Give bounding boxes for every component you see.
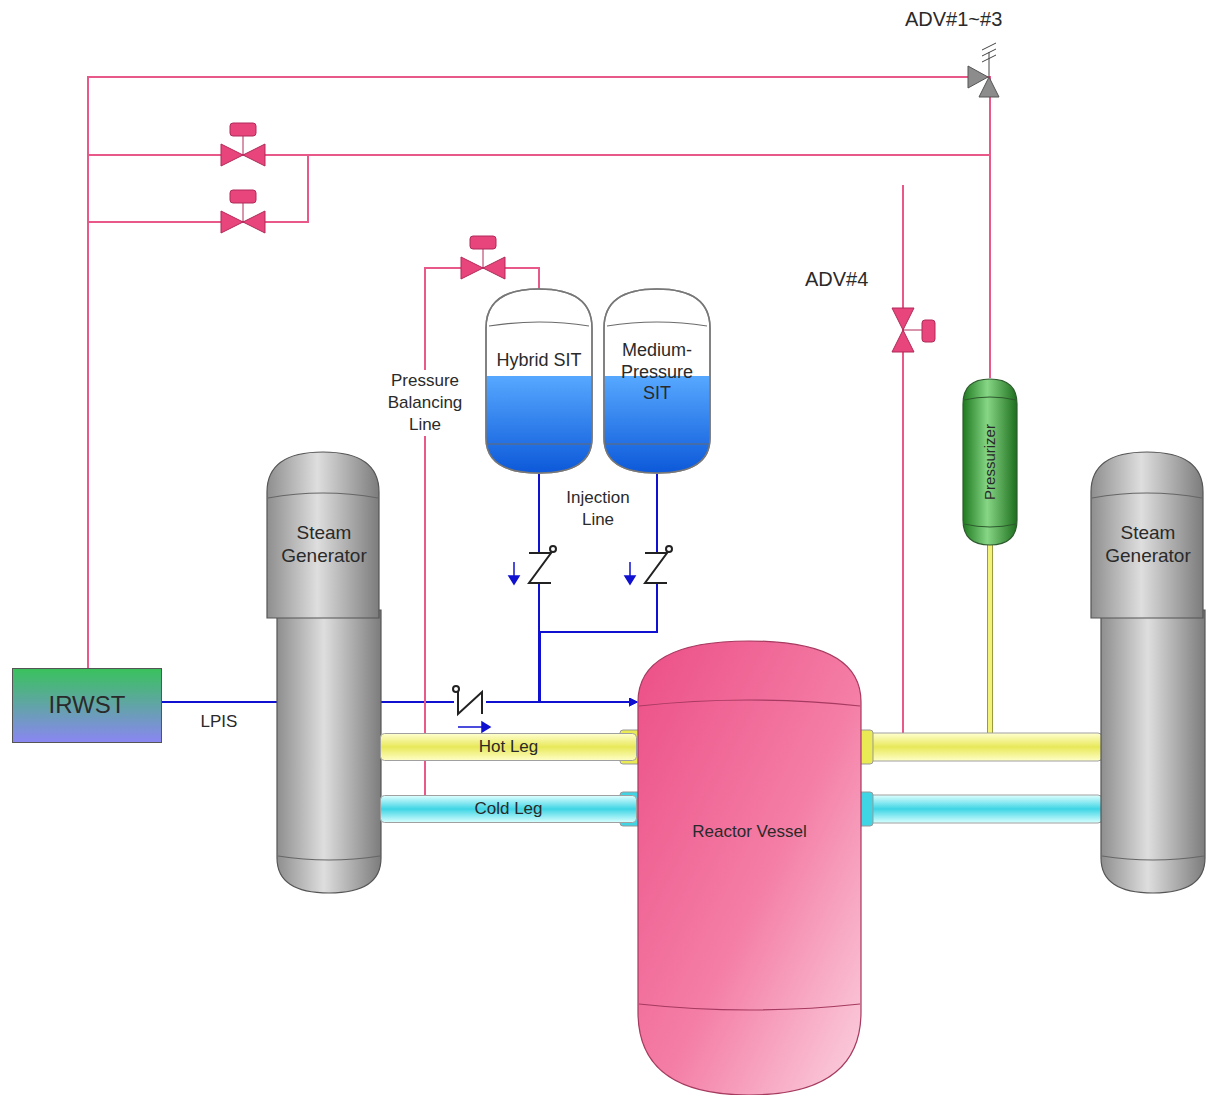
callout-label: Pressure Balancing Line — [372, 370, 478, 436]
callout-label: ADV#1~#3 — [905, 6, 1035, 32]
pzr-node: Pressurizer — [962, 378, 1018, 546]
sg-node: Steam Generator — [265, 450, 383, 895]
node-label: IRWST — [49, 691, 126, 720]
surge-line — [988, 545, 992, 740]
pipe-connector — [540, 474, 657, 702]
node-label: Cold Leg — [474, 799, 542, 819]
pipe-connector — [88, 77, 990, 668]
rv-shape — [637, 640, 862, 1095]
sg-node: Steam Generator — [1089, 450, 1207, 895]
sg-shape — [1089, 450, 1207, 895]
motor-valve — [892, 308, 935, 352]
cold-leg-pipe — [862, 795, 1102, 823]
node-label: Medium-Pressure SIT — [607, 340, 707, 405]
motor-valve — [461, 236, 505, 279]
check-valve — [527, 546, 556, 584]
callout-label: LPIS — [194, 711, 244, 733]
node-label: Hot Leg — [479, 737, 539, 757]
check-valve — [643, 546, 672, 584]
sg-shape — [265, 450, 383, 895]
motor-valve — [221, 190, 265, 233]
callout-label: Injection Line — [553, 487, 643, 531]
node-label: Steam Generator — [268, 522, 380, 568]
relief-valve — [968, 43, 999, 97]
tank-node: Medium-Pressure SIT — [603, 288, 711, 474]
rv-node: Reactor Vessel — [637, 640, 862, 1095]
tank-shape — [485, 288, 593, 474]
adv-line — [88, 155, 308, 222]
node-label: Steam Generator — [1092, 522, 1204, 568]
adv4-line — [902, 185, 904, 735]
callout-label: ADV#4 — [805, 266, 895, 292]
node-label: Pressurizer — [981, 424, 999, 500]
irwst-node: IRWST — [12, 668, 162, 743]
hot-node: Hot Leg — [380, 733, 637, 761]
node-label: Reactor Vessel — [692, 822, 806, 842]
tank-node: Hybrid SIT — [485, 288, 593, 474]
surge-line — [987, 545, 993, 740]
flow-arrow — [458, 562, 635, 732]
hot-leg-pipe — [862, 733, 1102, 761]
cold-node: Cold Leg — [380, 795, 637, 823]
motor-valve — [221, 123, 265, 166]
node-label: Hybrid SIT — [496, 350, 581, 372]
check-valve — [453, 686, 486, 716]
